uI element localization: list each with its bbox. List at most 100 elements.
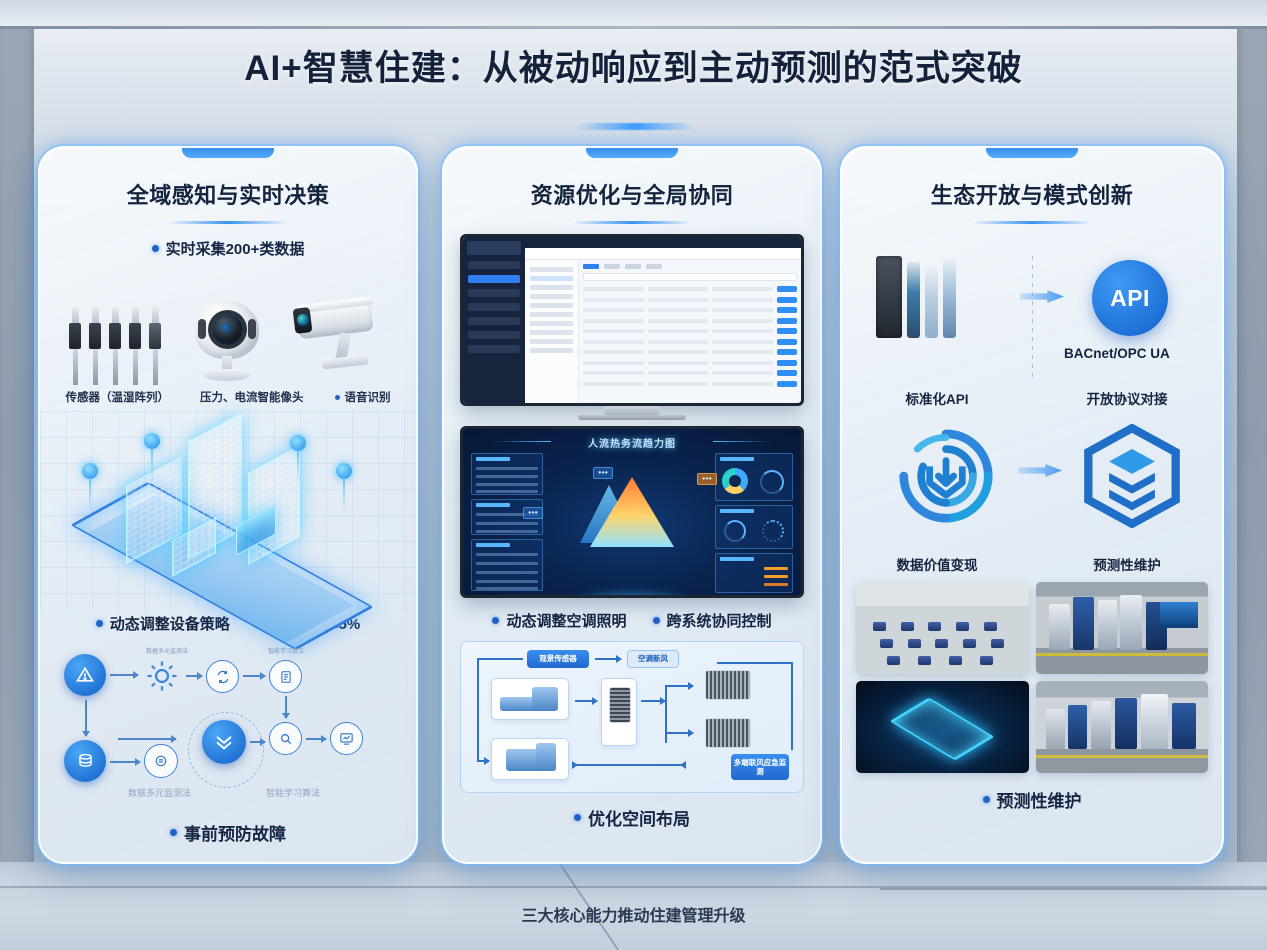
equipment-control-room-photo xyxy=(1035,582,1208,674)
flow-connector xyxy=(791,662,793,750)
panel-title-underline xyxy=(168,221,288,224)
floor-seam-right xyxy=(880,888,1267,890)
flow-caption-left: 数据多元监测法 xyxy=(128,788,192,798)
sidebar-item xyxy=(468,303,520,311)
panel-mid-bullet-row: 动态调整空调照明 跨系统协同控制 xyxy=(444,610,820,631)
flow-controller-box xyxy=(601,678,637,746)
api-row-labels: 标准化API 开放协议对接 xyxy=(842,388,1222,408)
monitor-screen xyxy=(460,234,804,406)
capability-panel-optimization[interactable]: 资源优化与全局协同 xyxy=(442,146,822,864)
panel-title-underline xyxy=(572,221,692,224)
panel-bottom-bullet-row: 预测性维护 xyxy=(842,787,1222,812)
column-divider xyxy=(1032,256,1033,380)
io-module xyxy=(925,266,938,338)
label-standard-api: 标准化API xyxy=(905,392,969,407)
flow-connector xyxy=(477,658,479,762)
background-wall-right xyxy=(1237,0,1267,890)
dome-camera-icon xyxy=(191,299,263,385)
device-illustration-row xyxy=(40,267,416,385)
flow-arrow xyxy=(110,758,141,765)
gateway-module xyxy=(876,256,902,338)
panel-tab-indicator xyxy=(586,148,678,158)
device-label-text: 语音识别 xyxy=(344,392,391,404)
sidebar-item-active xyxy=(468,275,520,283)
flow-node-search-icon xyxy=(269,722,302,755)
tree-item xyxy=(530,339,573,344)
gauge-chart-icon xyxy=(724,520,746,542)
flow-arrow xyxy=(665,682,694,689)
tree-item xyxy=(530,348,573,353)
bullet-label: 跨系统协同控制 xyxy=(666,613,772,630)
panel-bottom-bullet-row: 优化空间布局 xyxy=(444,805,820,830)
flow-cabinet xyxy=(705,718,751,748)
tree-item xyxy=(530,303,573,308)
background-wall-left xyxy=(0,0,34,890)
bullet-item: 跨系统协同控制 xyxy=(652,610,772,631)
panel-title: 生态开放与模式创新 xyxy=(930,183,1134,208)
flow-arrow-icon xyxy=(1020,290,1064,303)
flow-tag-sensor: 观景传感器 xyxy=(527,650,589,668)
io-module xyxy=(907,262,920,338)
capability-panel-perception[interactable]: 全域感知与实时决策 实时采集200+类数据 传感器（温湿阵列） 压力、电流智能像… xyxy=(38,146,418,864)
bullet-dot-icon xyxy=(492,617,500,624)
sidebar-item xyxy=(468,317,520,325)
dashboard-breadcrumb xyxy=(525,248,801,260)
panel-tab-indicator xyxy=(182,148,274,158)
table-row xyxy=(583,380,798,388)
api-badge: API xyxy=(1092,260,1168,336)
table-row xyxy=(583,369,798,377)
chart-tooltip: ●●● xyxy=(697,473,717,485)
dashboard-main xyxy=(525,237,801,403)
flow-node-converge-icon xyxy=(202,720,246,764)
panel-title: 资源优化与全局协同 xyxy=(530,183,734,208)
label-data-value: 数据价值变现 xyxy=(896,558,978,573)
map-pin-icon xyxy=(290,435,306,484)
bullet-dot-icon xyxy=(170,829,177,836)
table-row xyxy=(583,306,798,314)
dashboard-tab xyxy=(646,264,662,269)
table-row xyxy=(583,296,798,304)
bullet-item: 预测性维护 xyxy=(982,787,1082,812)
flow-arrow xyxy=(110,671,139,678)
analytics-card xyxy=(715,553,793,593)
flow-cabinet xyxy=(705,670,751,700)
label-predictive-maintenance: 预测性维护 xyxy=(1093,558,1161,573)
radar-chart-icon xyxy=(762,520,784,542)
flow-equipment-box xyxy=(491,738,569,780)
table-row xyxy=(583,348,798,356)
dashboard-tab xyxy=(625,264,641,269)
hvac-system-flow-diagram: 观景传感器 空调新风 多端联风应急监测 xyxy=(460,641,804,793)
flow-arrow xyxy=(82,700,89,737)
tree-item xyxy=(530,321,573,326)
gauge-chart-icon xyxy=(760,470,784,494)
table-row xyxy=(583,285,798,293)
dashboard-tree-panel xyxy=(525,260,579,403)
panel-title-underline xyxy=(972,221,1092,224)
flow-arrow xyxy=(641,697,666,704)
flow-equipment-box xyxy=(491,678,569,720)
table-row xyxy=(583,327,798,335)
flow-connector xyxy=(665,685,667,743)
flow-arrow xyxy=(186,672,203,679)
flow-arrow xyxy=(306,735,327,742)
flow-micro-label: 智能学习算法 xyxy=(268,649,305,655)
flow-tag-emergency: 多端联风应急监测 xyxy=(731,754,789,780)
bullet-dot-icon xyxy=(982,796,990,803)
table-row xyxy=(583,317,798,325)
flow-arrow xyxy=(243,672,266,679)
monitor-base xyxy=(578,415,686,420)
io-module xyxy=(943,260,956,338)
analytics-base-ring-inner xyxy=(571,596,693,598)
flow-caption-right: 智能学习算法 xyxy=(266,788,321,798)
analytics-card xyxy=(715,453,793,501)
bullet-label: 预测性维护 xyxy=(996,792,1082,811)
flow-dashed-ring xyxy=(188,712,264,788)
flow-arrow xyxy=(665,729,694,736)
glowing-chip-diagram-photo xyxy=(856,681,1029,773)
flow-node-document-icon xyxy=(269,660,302,693)
flow-node-alert-icon xyxy=(64,654,106,696)
analytics-card xyxy=(715,505,793,549)
capability-panel-ecosystem[interactable]: 生态开放与模式创新 API BACnet/OPC UA 标准化API 开放协议对… xyxy=(840,146,1224,864)
bullet-label: 动态调整空调照明 xyxy=(506,613,627,630)
panel-top-bullet-row: 实时采集200+类数据 xyxy=(40,238,416,259)
